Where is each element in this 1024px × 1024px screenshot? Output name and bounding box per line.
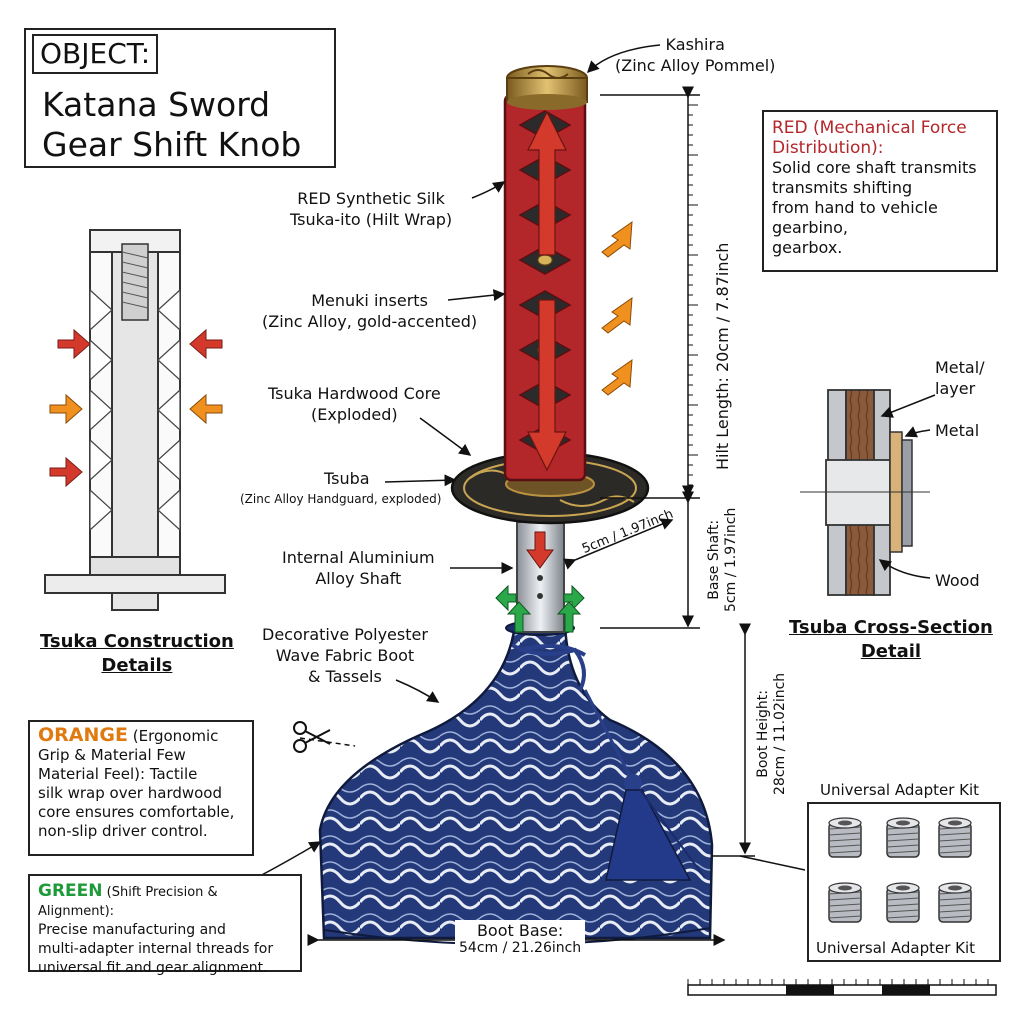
- orange-info-box: ORANGE (Ergonomic Grip & Material Few Ma…: [28, 720, 254, 856]
- object-title-box: OBJECT: Katana Sword Gear Shift Knob: [24, 28, 336, 168]
- adapter-piece: [828, 817, 862, 858]
- hilt-length-label: Hilt Length: 20cm / 7.87inch: [713, 242, 732, 470]
- green-info-box: GREEN (Shift Precision & Alignment): Pre…: [28, 874, 302, 976]
- red-force-arrow: [57, 328, 91, 360]
- green-alignment-arrows: [495, 584, 585, 633]
- adapter-piece: [828, 882, 862, 923]
- tsuba-sub-label: (Zinc Alloy Handguard, exploded): [240, 492, 442, 506]
- base-shaft-label: Base Shaft:5cm / 1.97inch: [706, 507, 739, 612]
- adapter-kit-top-label: Universal Adapter Kit: [820, 781, 980, 799]
- tsuba-label: Tsuba: [324, 469, 370, 488]
- adapter-kit-drawing: [807, 802, 1001, 962]
- red-force-arrows: [526, 110, 567, 569]
- menuki-ornament: [537, 254, 553, 266]
- green-keyword: GREEN: [38, 881, 103, 901]
- adapter-piece: [886, 817, 920, 858]
- orange-grip-arrow: [49, 393, 83, 425]
- red-force-arrow: [189, 328, 223, 360]
- boot-base-label: Boot Base:54cm / 21.26inch: [455, 920, 586, 956]
- katana-knob-illustration: [318, 65, 714, 946]
- orange-grip-arrow: [189, 393, 223, 425]
- tsuka-construction-drawing: [44, 229, 226, 611]
- hardwood-core-label: Tsuka Hardwood Core(Exploded): [268, 384, 441, 424]
- wood-label: Wood: [935, 571, 980, 590]
- boot-height-label: Boot Height:28cm / 11.02inch: [755, 672, 788, 795]
- orange-keyword: ORANGE: [38, 724, 128, 746]
- metal-layer-label: Metal/layer: [935, 358, 985, 398]
- adapter-kit-bottom-label: Universal Adapter Kit: [816, 939, 976, 957]
- adapter-piece: [938, 817, 972, 858]
- hilt-length-dimension: [600, 86, 700, 499]
- tassel: [511, 643, 706, 881]
- adapter-piece: [938, 882, 972, 923]
- adapter-piece: [886, 882, 920, 923]
- scale-bar: [687, 979, 997, 996]
- object-title-line2: Gear Shift Knob: [42, 125, 302, 164]
- metal-label: Metal: [935, 421, 980, 440]
- scissors-icon: [293, 721, 331, 753]
- red-info-box: RED (Mechanical Force Distribution): Sol…: [762, 110, 998, 272]
- object-title-line1: Katana Sword: [42, 85, 271, 124]
- boot-height-dimension: [712, 623, 755, 857]
- red-info-title: RED (Mechanical Force Distribution):: [772, 118, 967, 158]
- kashira-label: Kashira(Zinc Alloy Pommel): [615, 35, 776, 75]
- tsuba-cross-section-drawing: [800, 389, 936, 596]
- base-shaft-dimension: [563, 491, 700, 629]
- object-heading: OBJECT:: [32, 34, 159, 74]
- orange-grip-arrows: [601, 220, 633, 396]
- red-force-arrow: [49, 456, 83, 488]
- menuki-label: Menuki inserts(Zinc Alloy, gold-accented…: [262, 291, 478, 331]
